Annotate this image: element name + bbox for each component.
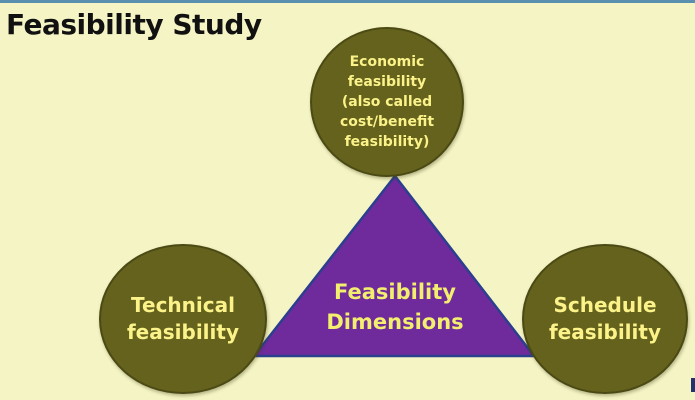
node-left-line-2: feasibility xyxy=(126,320,239,344)
technical-feasibility-node: Technical feasibility xyxy=(99,244,267,394)
node-top-line-4: cost/benefit xyxy=(339,114,435,130)
center-label: Feasibility Dimensions xyxy=(300,277,490,337)
schedule-feasibility-node: Schedule feasibility xyxy=(522,244,688,394)
top-accent-rule xyxy=(0,0,695,3)
node-right-line-1: Schedule xyxy=(553,293,657,317)
slide-title: Feasibility Study xyxy=(6,8,262,41)
node-top-line-5: feasibility) xyxy=(344,134,430,150)
node-top-line-1: Economic xyxy=(349,54,425,70)
dimensions-triangle xyxy=(251,173,537,358)
economic-feasibility-node: Economic feasibility (also called cost/b… xyxy=(310,27,464,177)
node-top-line-2: feasibility xyxy=(347,74,427,90)
node-left-line-1: Technical xyxy=(131,293,235,317)
node-right-line-2: feasibility xyxy=(548,320,661,344)
center-label-line-2: Dimensions xyxy=(326,310,464,334)
node-top-line-3: (also called xyxy=(341,94,433,110)
corner-marker xyxy=(691,378,695,392)
center-label-line-1: Feasibility xyxy=(334,280,456,304)
